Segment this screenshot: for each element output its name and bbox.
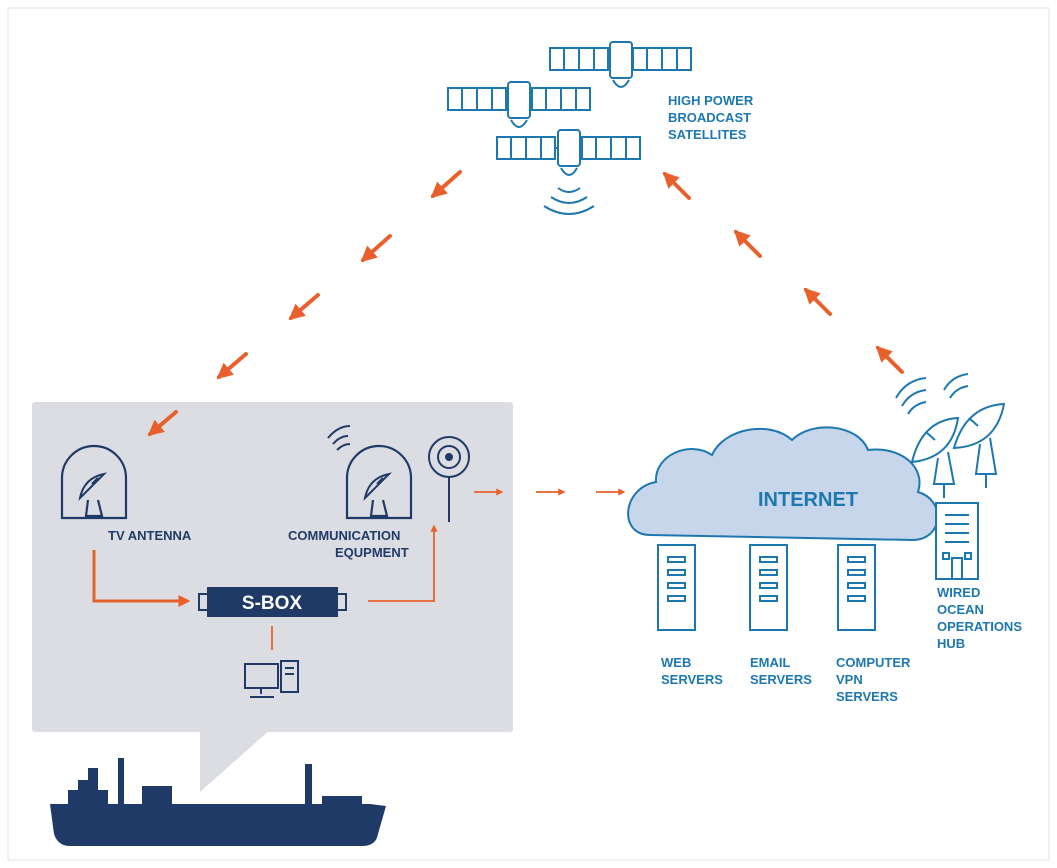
web-servers-label: WEB SERVERS [661,655,723,687]
vpn-servers-label: COMPUTER VPN SERVERS [836,655,914,704]
dish-icon [952,402,1006,488]
arrow-icon [360,234,392,263]
computer-icon [244,660,299,698]
server-label-line: SERVERS [661,672,723,687]
uplink-arrows [662,171,904,374]
sbox: S-BOX [198,587,347,617]
arrow-icon [803,287,832,316]
tv-antenna-label: TV ANTENNA [108,528,192,543]
signal-waves [895,373,969,415]
building-icon [935,502,979,580]
comm-label-line: COMMUNICATION [288,528,400,543]
satellite-icon [496,129,641,176]
comm-label-line: EQUPMENT [335,545,409,560]
satellites-label-line: BROADCAST [668,110,751,125]
arrow-icon [147,410,178,437]
arrow-icon [733,229,762,258]
sbox-label: S-BOX [242,593,303,614]
antenna-tower-icon [428,436,470,522]
dish-icon [910,416,960,498]
satellite-icon [549,41,692,88]
internet-label: INTERNET [758,489,858,511]
arrow-icon [288,293,320,321]
satellite-icon [447,81,591,128]
arrow-icon [875,345,904,374]
cloud-icon [627,426,939,542]
arrow-icon [92,550,191,607]
hub-label-line: OCEAN [937,602,984,617]
downlink-arrows [147,170,462,437]
frame [7,7,1050,861]
server-rack-icon [657,544,696,631]
arrow-icon [216,352,248,380]
email-servers-label: EMAIL SERVERS [750,655,812,687]
sbox-connectors [92,524,438,650]
satellites-label: HIGH POWER BROADCAST SATELLITES [668,93,757,142]
comm-equipment-label: COMMUNICATION EQUPMENT [288,528,409,560]
server-label-line: EMAIL [750,655,791,670]
satellites-label-line: SATELLITES [668,127,747,142]
hub-label-line: WIRED [937,585,980,600]
hub-label-line: HUB [937,636,965,651]
hub-label-line: OPERATIONS [937,619,1022,634]
arrow-icon [662,171,691,200]
radome-icon [60,444,128,520]
ship-icon [50,758,386,846]
server-rack-icon [837,544,876,631]
radome-icon [345,444,413,520]
signal-waves [327,425,351,451]
arrow-icon [368,524,438,602]
server-label-line: SERVERS [836,689,898,704]
server-rack-icon [749,544,788,631]
hub-label: WIRED OCEAN OPERATIONS HUB [937,585,1026,651]
satellites-label-line: HIGH POWER [668,93,754,108]
server-label-line: SERVERS [750,672,812,687]
signal-waves [543,187,595,215]
server-label-line: VPN [836,672,863,687]
server-label-line: WEB [661,655,691,670]
server-label-line: COMPUTER [836,655,911,670]
arrow-icon [430,170,462,199]
ship-panel [32,402,513,792]
